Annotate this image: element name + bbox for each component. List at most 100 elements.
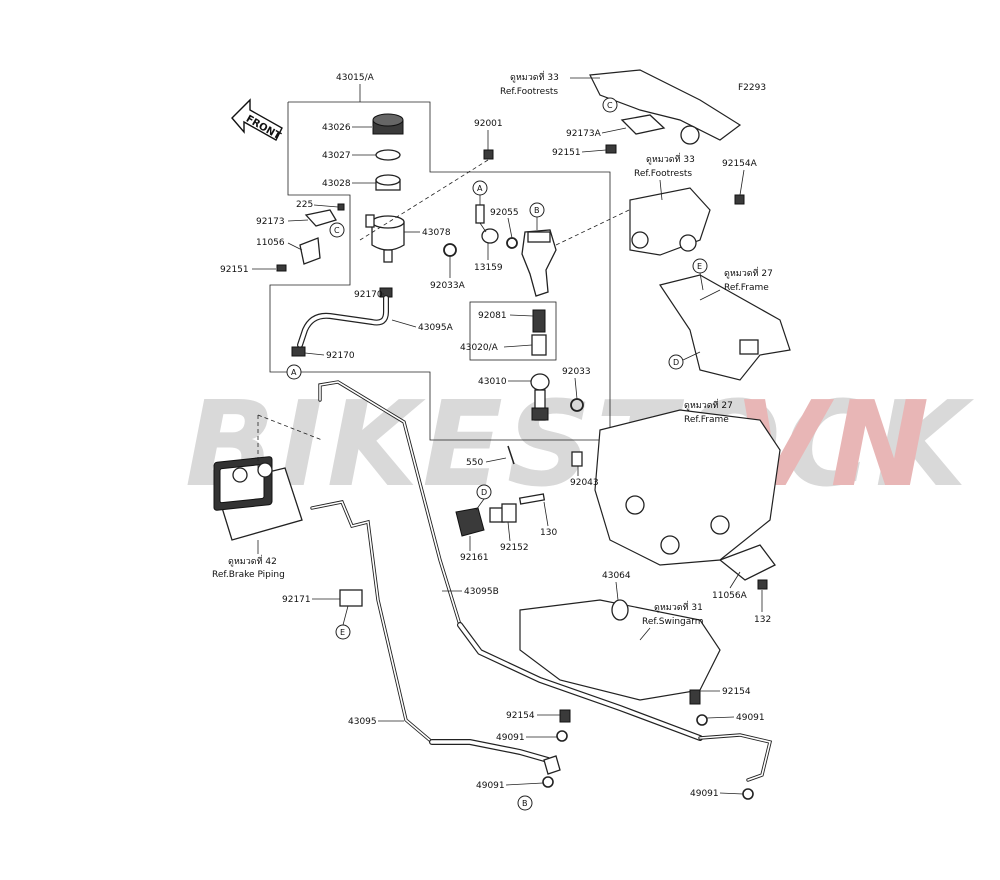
piston-43020 [531, 334, 547, 356]
marker-a-top-label: A [477, 184, 483, 193]
label-92152: 92152 [500, 543, 529, 553]
diaphragm-43028 [375, 174, 401, 191]
clamp-92170-bottom [291, 346, 306, 357]
ref-brake-piping-text: Ref.Brake Piping [212, 570, 285, 580]
label-92170-top: 92170 [354, 290, 383, 300]
marker-d-left-label: D [481, 488, 487, 497]
ref-footrests-mid-thai: ดูหมวดที่ 33 [646, 152, 695, 165]
label-92081: 92081 [478, 311, 507, 321]
label-550: 550 [466, 458, 483, 468]
marker-e-right-label: E [697, 262, 702, 271]
label-92171: 92171 [282, 595, 311, 605]
label-92151-right: 92151 [552, 148, 581, 158]
label-43095B: 43095B [464, 587, 499, 597]
marker-d-left: D [475, 484, 492, 511]
label-43078: 43078 [422, 228, 451, 238]
label-43095: 43095 [348, 717, 377, 727]
ref-swingarm-text: Ref.Swingarm [642, 617, 704, 627]
ref-frame-upper: ดูหมวดที่ 27 Ref.Frame [699, 266, 773, 301]
label-132: 132 [754, 615, 771, 625]
label-92001: 92001 [474, 119, 503, 129]
nut-92043 [571, 451, 583, 467]
watermark-text-main: BIKESTOCK [185, 375, 974, 513]
marker-a-top: A [472, 180, 488, 205]
ref-swingarm: ดูหมวดที่ 31 Ref.Swingarm [639, 600, 704, 641]
label-43027: 43027 [322, 151, 351, 161]
bolt-130 [518, 493, 546, 505]
label-92161: 92161 [460, 553, 489, 563]
group-bracket-43020 [469, 301, 557, 361]
label-92154-lower: 92154 [506, 711, 535, 721]
ref-footrests-mid: ดูหมวดที่ 33 Ref.Footrests [634, 152, 695, 201]
label-130: 130 [540, 528, 557, 538]
brake-pipe-upper [318, 380, 462, 627]
cotter-pin-550 [507, 445, 515, 465]
marker-c-left-label: C [334, 226, 340, 235]
reservoir-cap-43026 [372, 113, 404, 135]
label-92043: 92043 [570, 478, 599, 488]
ref-frame-lower: ดูหมวดที่ 27 Ref.Frame [684, 398, 733, 425]
ref-brake-piping: ดูหมวดที่ 42 Ref.Brake Piping [212, 540, 285, 580]
marker-d-right: D [668, 351, 701, 370]
label-92170-bottom: 92170 [326, 351, 355, 361]
watermark: BIKESTOCK VN [185, 375, 974, 513]
marker-c-right: C [602, 97, 618, 113]
marker-e-right: E [692, 258, 708, 291]
label-11056A: 11056A [712, 591, 748, 601]
ref-footrests-top: ดูหมวดที่ 33 Ref.Footrests [500, 70, 600, 97]
ref-footrests-top-text: Ref.Footrests [500, 87, 558, 97]
label-92033: 92033 [562, 367, 591, 377]
group-bracket-43015 [269, 84, 611, 441]
marker-a-bottom-label: A [291, 368, 297, 377]
footrest-bracket-upper [589, 69, 742, 154]
ref-brake-piping-thai: ดูหมวดที่ 42 [228, 554, 277, 567]
label-92154-right: 92154 [722, 687, 751, 697]
label-11056: 11056 [256, 238, 285, 248]
frame-section-upper [659, 274, 791, 381]
bolt-92001 [483, 149, 494, 160]
circle-markers: A A B B C C D D [286, 97, 708, 811]
ref-footrests-mid-text: Ref.Footrests [634, 169, 692, 179]
label-43026: 43026 [322, 123, 351, 133]
label-43015A: 43015/A [336, 73, 375, 83]
marker-b-top: B [529, 202, 545, 230]
label-43028: 43028 [322, 179, 351, 189]
reference-labels: ดูหมวดที่ 33 Ref.Footrests ดูหมวดที่ 33 … [212, 70, 773, 641]
banjo-bolt-92154 [542, 709, 571, 788]
label-43064: 43064 [602, 571, 631, 581]
marker-b-top-label: B [534, 206, 540, 215]
marker-c-left: C [329, 222, 345, 238]
label-92033A: 92033A [430, 281, 466, 291]
collar-92152 [489, 503, 517, 523]
ref-frame-lower-text: Ref.Frame [684, 415, 729, 425]
master-cylinder-body [521, 229, 557, 297]
o-ring-92055 [506, 237, 518, 249]
pedal-pad-92161 [455, 507, 485, 537]
marker-e-left-label: E [340, 628, 345, 637]
push-rod-43010 [530, 373, 550, 421]
marker-b-bottom-label: B [522, 799, 528, 808]
marker-e-left: E [335, 605, 351, 640]
frame-section-main [594, 409, 781, 590]
marker-c-right-label: C [607, 101, 613, 110]
front-arrow-icon: FRONT [231, 98, 283, 142]
label-92055: 92055 [490, 208, 519, 218]
rear-master-hose-fitting [689, 689, 773, 800]
marker-d-right-label: D [673, 358, 679, 367]
label-49091-d: 49091 [690, 789, 719, 799]
ref-footrests-top-thai: ดูหมวดที่ 33 [510, 70, 559, 83]
label-92173: 92173 [256, 217, 285, 227]
label-92173A: 92173A [566, 129, 602, 139]
label-92154A: 92154A [722, 159, 758, 169]
circlip-92033A [443, 243, 457, 257]
reservoir-43078 [365, 214, 405, 263]
label-49091-b: 49091 [476, 781, 505, 791]
label-49091-c: 49091 [736, 713, 765, 723]
ref-frame-upper-text: Ref.Frame [724, 283, 769, 293]
bracket-92173 [304, 203, 345, 227]
brake-pipe-lower [310, 500, 434, 744]
brake-hose-43095B [457, 622, 703, 741]
marker-a-bottom: A [286, 364, 302, 380]
label-225: 225 [296, 200, 313, 210]
